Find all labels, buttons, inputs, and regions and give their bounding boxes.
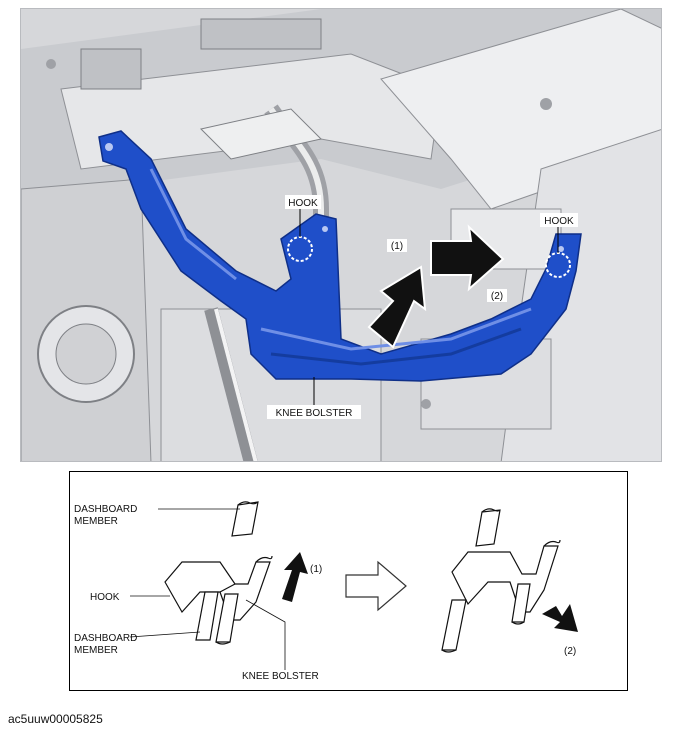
bottom-arrow-1-icon (282, 552, 308, 602)
arrow-1-icon (367, 265, 427, 349)
arrow-2-label: (2) (491, 291, 503, 302)
bottom-arrow-2-icon (542, 604, 578, 632)
transition-arrow-icon (345, 560, 407, 612)
knee-bolster-label: KNEE BOLSTER (276, 408, 353, 419)
left-schematic (129, 501, 286, 670)
hook-label: HOOK (90, 592, 120, 603)
bottom-arrow-2-label: (2) (564, 646, 576, 657)
bottom-schematic: DASHBOARD MEMBER HOOK DASHBOARD MEMBER K… (69, 471, 628, 691)
dashboard-member-bottom-label-line1: DASHBOARD (74, 633, 137, 644)
image-id: ac5uuw00005825 (8, 712, 103, 726)
arrow-2-icon (430, 224, 505, 292)
bottom-arrow-1-label: (1) (310, 564, 322, 575)
knee-bolster-part (98, 130, 582, 382)
dashboard-member-bottom-label-line2: MEMBER (74, 645, 118, 656)
dashboard-member-top-label-line2: MEMBER (74, 516, 118, 527)
dashboard-background (21, 9, 661, 461)
top-illustration-svg: HOOK HOOK (1) (2) KNEE BOLSTER (21, 9, 661, 461)
bottom-knee-bolster-label: KNEE BOLSTER (242, 671, 319, 682)
hook-left-label: HOOK (288, 198, 318, 209)
arrow-1-label: (1) (391, 241, 403, 252)
dashboard-member-top-label-line1: DASHBOARD (74, 504, 137, 515)
bottom-schematic-svg: DASHBOARD MEMBER HOOK DASHBOARD MEMBER K… (74, 501, 578, 682)
hook-right-label: HOOK (544, 216, 574, 227)
right-schematic (441, 508, 561, 653)
top-illustration: HOOK HOOK (1) (2) KNEE BOLSTER (20, 8, 662, 462)
